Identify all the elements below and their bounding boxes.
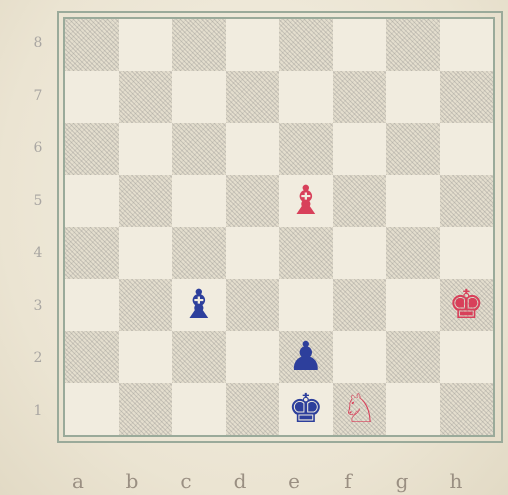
square-a7[interactable] (65, 71, 119, 123)
square-f8[interactable] (333, 19, 387, 71)
square-b4[interactable] (119, 227, 173, 279)
square-e2[interactable]: ♟ (279, 331, 333, 383)
square-a4[interactable] (65, 227, 119, 279)
square-a1[interactable] (65, 383, 119, 435)
square-f2[interactable] (333, 331, 387, 383)
square-c6[interactable] (172, 123, 226, 175)
square-h7[interactable] (440, 71, 494, 123)
square-h2[interactable] (440, 331, 494, 383)
square-c7[interactable] (172, 71, 226, 123)
file-label-f: f (321, 470, 375, 492)
square-c2[interactable] (172, 331, 226, 383)
square-d6[interactable] (226, 123, 280, 175)
square-f6[interactable] (333, 123, 387, 175)
file-label-c: c (159, 470, 213, 492)
red-king-icon[interactable]: ♚ (448, 285, 484, 325)
square-d3[interactable] (226, 279, 280, 331)
rank-label-4: 4 (26, 227, 50, 280)
square-d7[interactable] (226, 71, 280, 123)
square-a8[interactable] (65, 19, 119, 71)
cropped-handwriting (70, 0, 370, 8)
square-d2[interactable] (226, 331, 280, 383)
square-b2[interactable] (119, 331, 173, 383)
square-c8[interactable] (172, 19, 226, 71)
square-a6[interactable] (65, 123, 119, 175)
square-b5[interactable] (119, 175, 173, 227)
file-label-b: b (105, 470, 159, 492)
square-b1[interactable] (119, 383, 173, 435)
square-h3[interactable]: ♚ (440, 279, 494, 331)
square-e4[interactable] (279, 227, 333, 279)
square-c3[interactable]: ♝ (172, 279, 226, 331)
chess-board: ♝ ♝ ♚ ♟ ♚ ♘ (63, 17, 495, 437)
square-f5[interactable] (333, 175, 387, 227)
square-d4[interactable] (226, 227, 280, 279)
red-bishop-icon[interactable]: ♝ (288, 181, 324, 221)
blue-pawn-icon[interactable]: ♟ (288, 337, 324, 377)
square-g2[interactable] (386, 331, 440, 383)
rank-label-6: 6 (26, 122, 50, 175)
rank-label-2: 2 (26, 332, 50, 385)
square-f3[interactable] (333, 279, 387, 331)
square-g3[interactable] (386, 279, 440, 331)
rank-label-5: 5 (26, 175, 50, 228)
square-a5[interactable] (65, 175, 119, 227)
square-b6[interactable] (119, 123, 173, 175)
square-g7[interactable] (386, 71, 440, 123)
square-e1[interactable]: ♚ (279, 383, 333, 435)
square-e3[interactable] (279, 279, 333, 331)
file-label-a: a (51, 470, 105, 492)
file-label-d: d (213, 470, 267, 492)
square-d1[interactable] (226, 383, 280, 435)
square-f7[interactable] (333, 71, 387, 123)
square-h4[interactable] (440, 227, 494, 279)
square-f4[interactable] (333, 227, 387, 279)
file-label-h: h (429, 470, 483, 492)
square-a3[interactable] (65, 279, 119, 331)
rank-label-8: 8 (26, 17, 50, 70)
square-g5[interactable] (386, 175, 440, 227)
square-g6[interactable] (386, 123, 440, 175)
square-h5[interactable] (440, 175, 494, 227)
square-g8[interactable] (386, 19, 440, 71)
square-e8[interactable] (279, 19, 333, 71)
blue-bishop-icon[interactable]: ♝ (181, 285, 217, 325)
square-h6[interactable] (440, 123, 494, 175)
square-h8[interactable] (440, 19, 494, 71)
rank-label-1: 1 (26, 385, 50, 438)
rank-label-7: 7 (26, 70, 50, 123)
square-f1[interactable]: ♘ (333, 383, 387, 435)
square-a2[interactable] (65, 331, 119, 383)
square-h1[interactable] (440, 383, 494, 435)
square-g1[interactable] (386, 383, 440, 435)
square-e5[interactable]: ♝ (279, 175, 333, 227)
file-label-e: e (267, 470, 321, 492)
square-g4[interactable] (386, 227, 440, 279)
square-c4[interactable] (172, 227, 226, 279)
square-d8[interactable] (226, 19, 280, 71)
square-b3[interactable] (119, 279, 173, 331)
square-e7[interactable] (279, 71, 333, 123)
red-knight-icon[interactable]: ♘ (341, 389, 377, 429)
blue-king-icon[interactable]: ♚ (288, 389, 324, 429)
square-c1[interactable] (172, 383, 226, 435)
square-c5[interactable] (172, 175, 226, 227)
rank-label-3: 3 (26, 280, 50, 333)
square-e6[interactable] (279, 123, 333, 175)
square-d5[interactable] (226, 175, 280, 227)
square-b8[interactable] (119, 19, 173, 71)
square-b7[interactable] (119, 71, 173, 123)
file-label-g: g (375, 470, 429, 492)
